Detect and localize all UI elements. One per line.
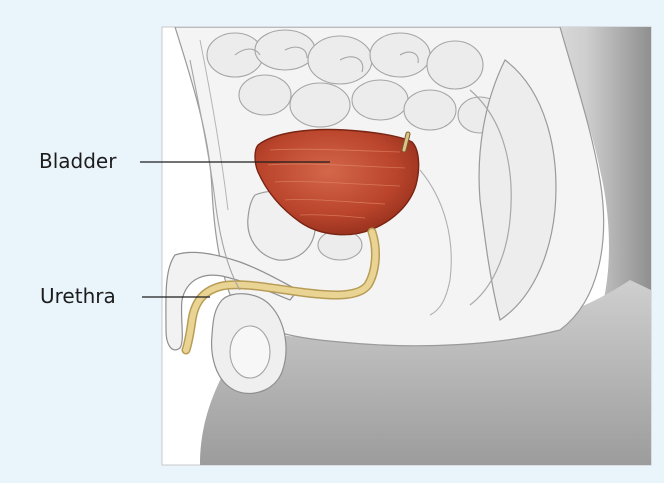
urethra-label: Urethra — [40, 284, 116, 308]
testis — [230, 326, 270, 378]
bladder-label: Bladder — [39, 149, 116, 173]
body-cross-section — [166, 27, 651, 465]
